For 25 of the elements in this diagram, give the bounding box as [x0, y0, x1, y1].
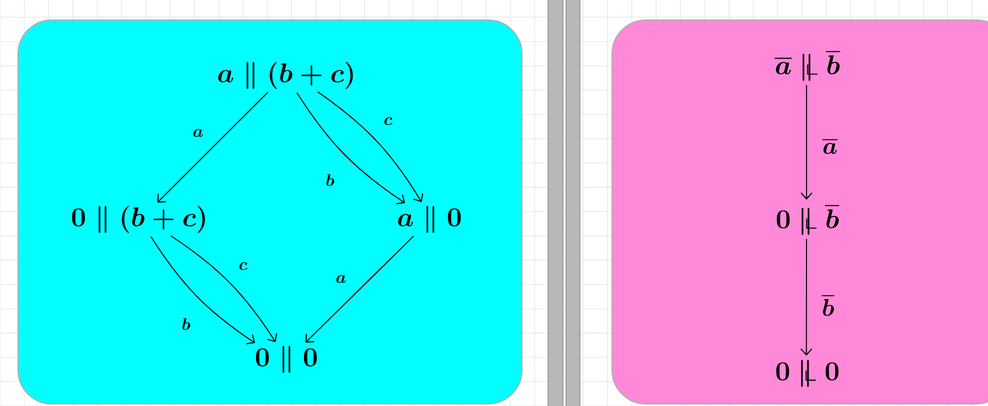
- process-term: $0 \mathbin{\|\mkern-5mu\llcorner} \overline{b}$: [776, 206, 840, 235]
- process-term: $0 \parallel (b+c)$: [72, 206, 205, 233]
- edge-label: $c$: [239, 262, 248, 270]
- process-term: $0 \parallel 0$: [256, 346, 317, 373]
- arrow: [800, 238, 812, 356]
- arrow: [317, 91, 424, 202]
- process-term: $a \parallel (b+c)$: [218, 62, 353, 89]
- arrow: [170, 235, 278, 342]
- process-term: $\overline{a} \mathbin{\|\mkern-5mu\llcorner} \overline{b}$: [774, 52, 840, 81]
- panel: [611, 19, 988, 405]
- edge-label: $\overline{b}$: [822, 296, 834, 316]
- edge-label: $b$: [182, 318, 190, 330]
- process-term: $0 \mathbin{\|\mkern-5mu\llcorner} 0$: [776, 360, 838, 387]
- process-term: $a \parallel 0$: [398, 206, 461, 233]
- arrow: [296, 92, 406, 204]
- edge-label: $a$: [336, 275, 346, 283]
- arrow: [150, 236, 256, 344]
- edge-label: $a$: [193, 129, 203, 137]
- edge-label: $c$: [384, 117, 392, 125]
- panel: [17, 19, 523, 405]
- edge-label: $\overline{a}$: [822, 140, 838, 154]
- arrow: [800, 84, 812, 200]
- edge-label: $b$: [326, 174, 334, 186]
- arrow: [305, 236, 414, 343]
- arrow: [157, 92, 268, 203]
